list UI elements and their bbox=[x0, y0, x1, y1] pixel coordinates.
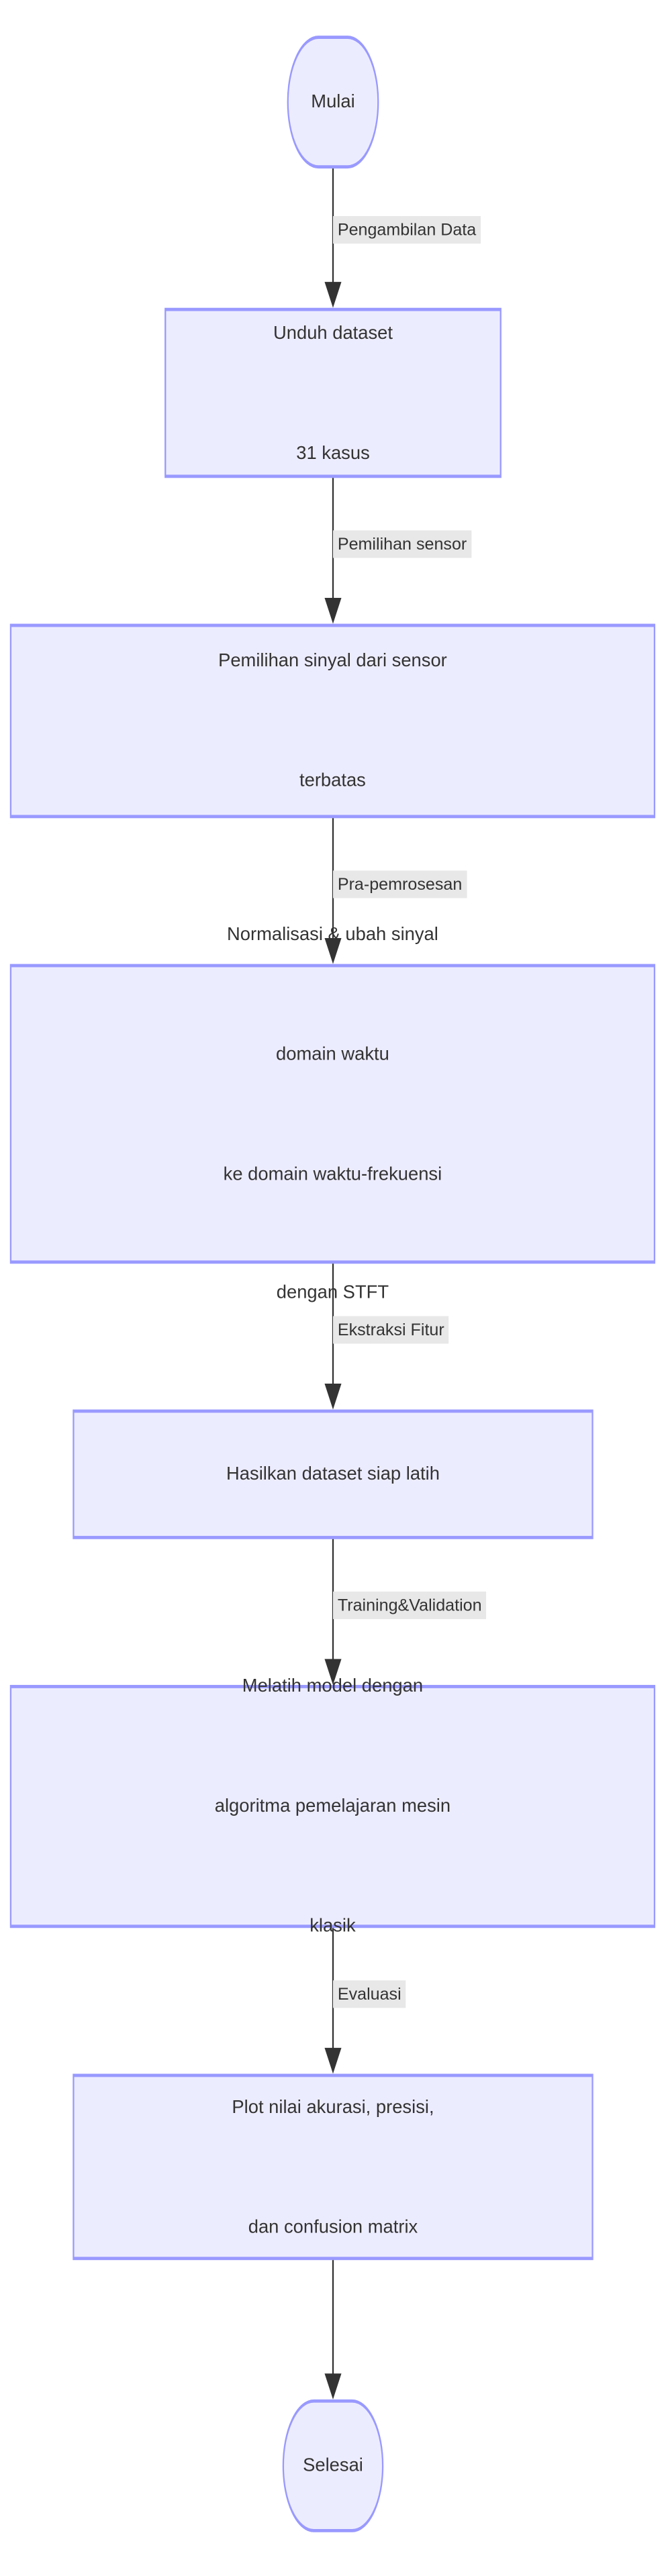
node-unduh-dataset-line-0: Unduh dataset bbox=[273, 322, 393, 344]
edge-label-ekstraksi-fitur: Ekstraksi Fitur bbox=[333, 1316, 449, 1343]
node-melatih-model[interactable]: Melatih model dengan algoritma pemelajar… bbox=[9, 1676, 656, 1936]
edge-pemilihan-normalisasi-arrowhead bbox=[324, 937, 342, 964]
node-plot-metrik-line-0: Plot nilai akurasi, presisi, bbox=[232, 2096, 434, 2118]
node-melatih-model-line-0: Melatih model dengan bbox=[242, 1676, 424, 1698]
edge-label-training-validation: Training&Validation bbox=[333, 1591, 487, 1619]
edge-mulai-unduh-arrowhead bbox=[324, 282, 342, 308]
edge-plot-selesai-arrowhead bbox=[324, 2373, 342, 2400]
node-pemilihan-sinyal[interactable]: Pemilihan sinyal dari sensor terbatas bbox=[9, 623, 656, 819]
node-hasilkan-dataset-line-0: Hasilkan dataset siap latih bbox=[226, 1463, 440, 1485]
node-normalisasi-stft-line-2: ke domain waktu-frekuensi bbox=[223, 1163, 442, 1184]
node-mulai-line-0: Mulai bbox=[311, 91, 355, 113]
node-mulai[interactable]: Mulai bbox=[287, 36, 379, 169]
node-plot-metrik[interactable]: Plot nilai akurasi, presisi, dan confusi… bbox=[73, 2073, 593, 2261]
node-pemilihan-sinyal-line-0: Pemilihan sinyal dari sensor bbox=[218, 650, 447, 672]
edge-hasilkan-melatih-arrowhead bbox=[324, 1659, 342, 1686]
edge-melatih-plot-arrowhead bbox=[324, 2047, 342, 2074]
node-normalisasi-stft-line-1: domain waktu bbox=[275, 1043, 389, 1064]
node-pemilihan-sinyal-line-1: terbatas bbox=[299, 770, 366, 791]
node-normalisasi-stft-line-0: Normalisasi & ubah sinyal bbox=[227, 924, 438, 945]
node-unduh-dataset[interactable]: Unduh dataset 31 kasus bbox=[164, 307, 502, 478]
node-hasilkan-dataset[interactable]: Hasilkan dataset siap latih bbox=[73, 1409, 593, 1539]
edge-label-pemilihan-sensor: Pemilihan sensor bbox=[333, 530, 472, 558]
node-plot-metrik-line-1: dan confusion matrix bbox=[248, 2216, 418, 2237]
node-unduh-dataset-line-1: 31 kasus bbox=[296, 442, 370, 463]
edge-normalisasi-hasilkan-arrowhead bbox=[324, 1383, 342, 1410]
edge-label-pengambilan-data: Pengambilan Data bbox=[333, 216, 481, 244]
node-selesai[interactable]: Selesai bbox=[282, 2399, 384, 2532]
node-normalisasi-stft[interactable]: Normalisasi & ubah sinyal domain waktu k… bbox=[9, 924, 656, 1303]
edge-label-evaluasi: Evaluasi bbox=[333, 1980, 406, 2008]
node-melatih-model-line-1: algoritma pemelajaran mesin bbox=[214, 1796, 451, 1817]
node-selesai-line-0: Selesai bbox=[303, 2455, 363, 2476]
edge-unduh-pemilihan-arrowhead bbox=[324, 597, 342, 624]
edge-label-pra-pemrosesan: Pra-pemrosesan bbox=[333, 870, 467, 898]
edge-plot-selesai bbox=[332, 2260, 334, 2396]
